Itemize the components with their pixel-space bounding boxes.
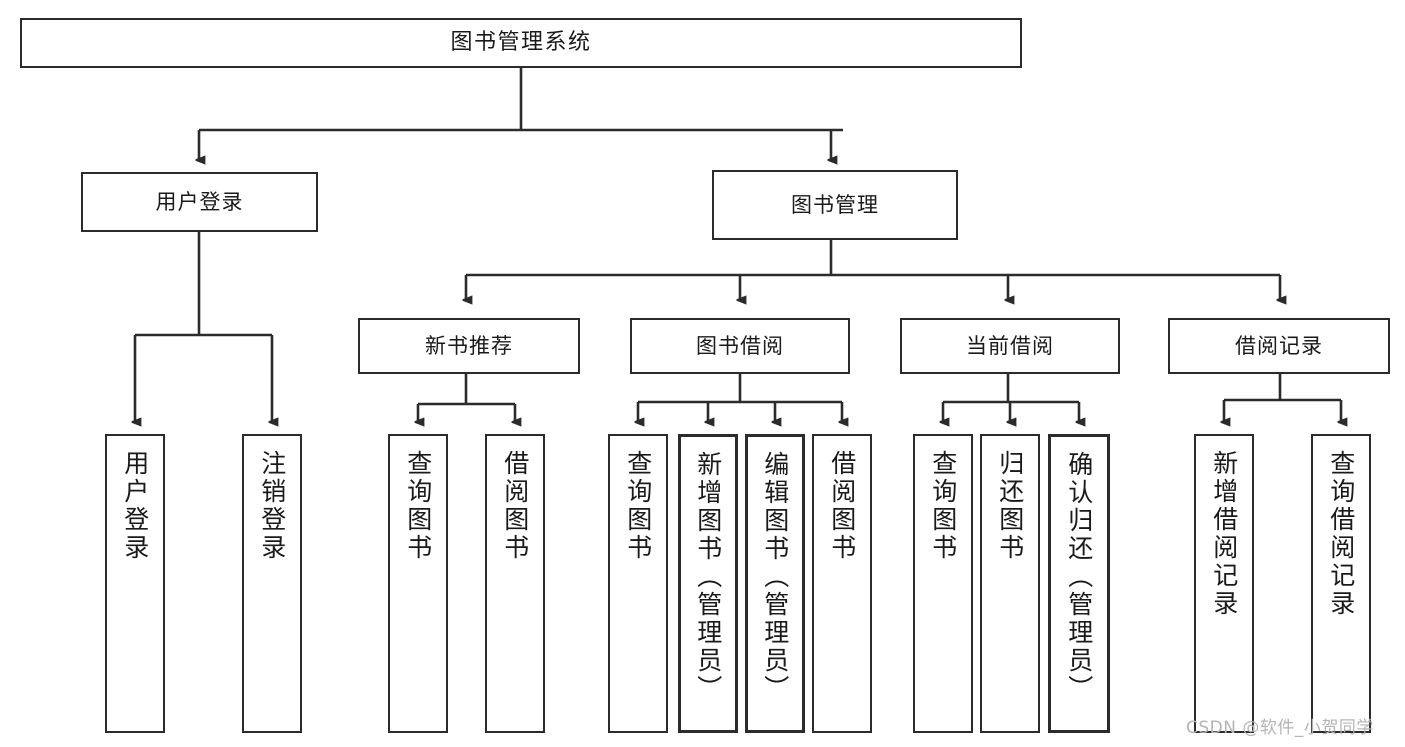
node-label: 查询图书 — [403, 450, 433, 562]
node-label: 新增借阅记录 — [1209, 450, 1239, 618]
node-book-borrow[interactable]: 图书借阅 — [630, 318, 850, 374]
node-label: 图书管理 — [791, 192, 879, 217]
node-label: 注销登录 — [257, 450, 287, 562]
leaf-record-add-record[interactable]: 新增借阅记录 — [1194, 434, 1254, 733]
node-label: 借阅图书 — [827, 450, 857, 562]
node-label: 图书借阅 — [696, 333, 784, 358]
leaf-borrow-query-book[interactable]: 查询图书 — [608, 434, 668, 733]
leaf-recommend-borrow-book[interactable]: 借阅图书 — [485, 434, 545, 733]
node-book-management[interactable]: 图书管理 — [712, 170, 958, 240]
node-root-system[interactable]: 图书管理系统 — [20, 18, 1022, 68]
leaf-borrow-borrow-book[interactable]: 借阅图书 — [812, 434, 872, 733]
leaf-user-login-signout[interactable]: 注销登录 — [242, 434, 302, 733]
node-label: 借阅图书 — [500, 450, 530, 562]
node-label: 用户登录 — [155, 189, 244, 214]
node-label: 新书推荐 — [425, 333, 513, 358]
node-borrow-record[interactable]: 借阅记录 — [1168, 318, 1390, 374]
leaf-recommend-query-book[interactable]: 查询图书 — [388, 434, 448, 733]
node-label: 查询借阅记录 — [1326, 450, 1356, 618]
node-label: 查询图书 — [623, 450, 653, 562]
node-label: 用户登录 — [120, 450, 150, 562]
node-label: 编辑图书（管理员） — [760, 451, 790, 703]
node-label: 确认归还（管理员） — [1064, 451, 1094, 703]
node-label: 新增图书（管理员） — [693, 451, 723, 703]
node-label: 借阅记录 — [1235, 333, 1323, 358]
node-label: 当前借阅 — [966, 333, 1054, 358]
leaf-current-return-book[interactable]: 归还图书 — [980, 434, 1040, 733]
node-current-borrow[interactable]: 当前借阅 — [900, 318, 1120, 374]
leaf-borrow-add-book-admin[interactable]: 新增图书（管理员） — [678, 434, 738, 733]
watermark-text: CSDN @软件_小贺同学 — [1186, 718, 1374, 738]
node-label: 查询图书 — [928, 450, 958, 562]
node-user-login[interactable]: 用户登录 — [81, 172, 318, 232]
leaf-user-login-signin[interactable]: 用户登录 — [105, 434, 165, 733]
node-label: 图书管理系统 — [450, 30, 592, 56]
leaf-record-query-record[interactable]: 查询借阅记录 — [1311, 434, 1371, 733]
node-new-book-recommend[interactable]: 新书推荐 — [358, 318, 580, 374]
leaf-borrow-edit-book-admin[interactable]: 编辑图书（管理员） — [745, 434, 805, 733]
leaf-current-query-book[interactable]: 查询图书 — [913, 434, 973, 733]
node-label: 归还图书 — [995, 450, 1025, 562]
leaf-current-confirm-return-admin[interactable]: 确认归还（管理员） — [1048, 434, 1110, 733]
